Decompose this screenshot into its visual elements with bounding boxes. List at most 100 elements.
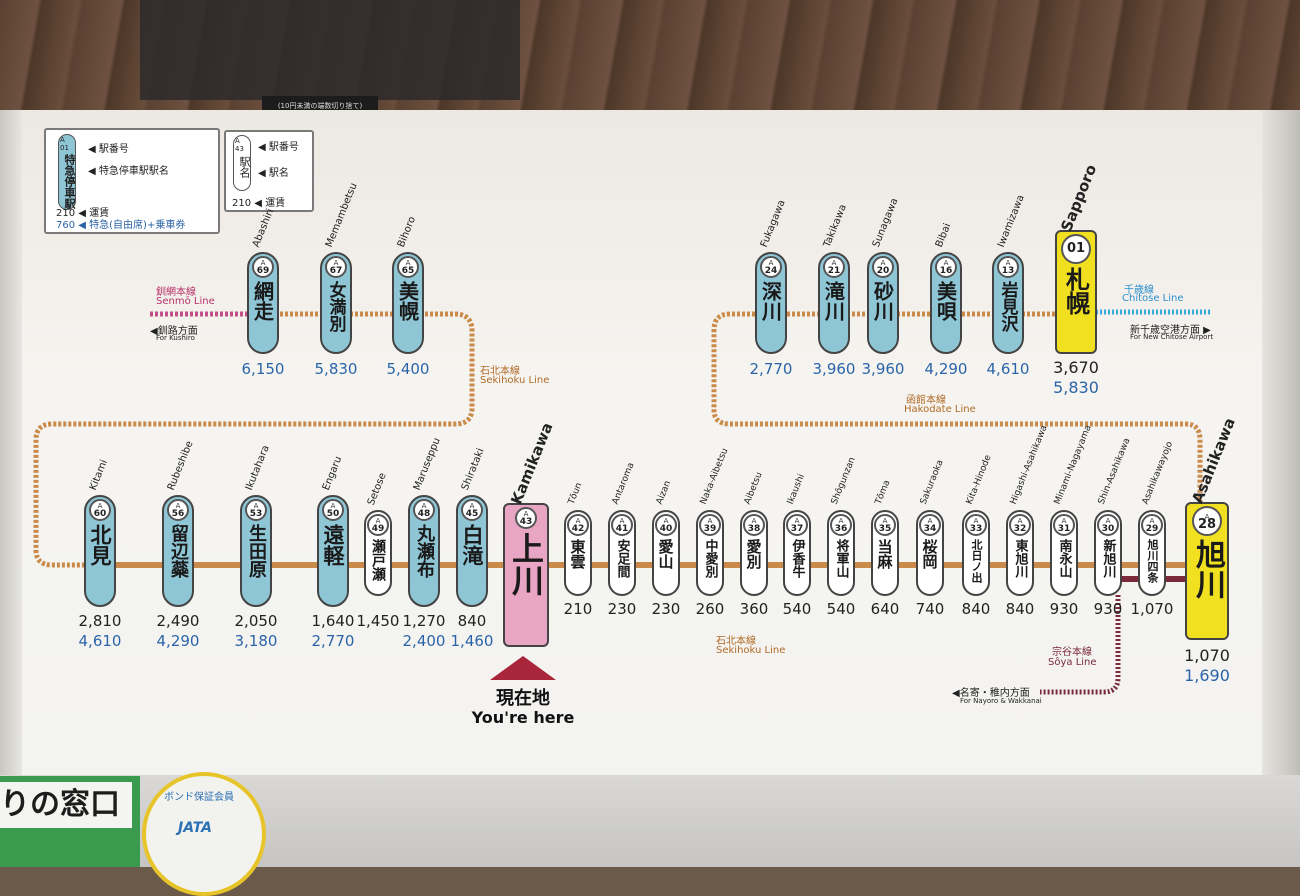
station-number-badge: 01: [1061, 234, 1091, 264]
here-label-en: You're here: [471, 708, 575, 727]
sekihoku-label-jp: 石北本線: [480, 366, 520, 377]
station-fare: 640: [870, 600, 900, 618]
station-fare: 260: [695, 600, 725, 618]
station-number-letter: A: [943, 259, 949, 267]
station-fare: 1,070: [1184, 646, 1230, 665]
station-number: 49: [371, 524, 385, 534]
station-name-kanji: 当麻: [875, 539, 894, 569]
legend-express-pill: [58, 134, 76, 210]
station-number-letter: A: [1149, 517, 1155, 525]
station-number-letter: A: [838, 517, 844, 525]
station-number: 37: [790, 524, 804, 534]
station-number: 01: [1066, 241, 1086, 256]
station-number-letter: A: [260, 259, 266, 267]
station-number-letter: A: [1061, 517, 1067, 525]
station-name-kanji: 東旭川: [1012, 539, 1028, 578]
station-fare: 360: [739, 600, 769, 618]
station-name-kanji: 将軍山: [833, 539, 849, 578]
station-number-letter: A: [469, 502, 475, 510]
legend-express-row1: ◀ 駅番号: [88, 144, 129, 155]
legend-express-row3: 210 ◀ 運賃: [56, 208, 110, 219]
legend-normal-row3: 210 ◀ 運賃: [232, 198, 286, 209]
station-number-letter: A: [927, 517, 933, 525]
station-fare: 6,150: [241, 360, 285, 378]
station-fare: 1,270: [402, 612, 446, 630]
station-number-letter: A: [794, 517, 800, 525]
station-number: 28: [1197, 517, 1217, 532]
station-fare: 3,670: [1053, 358, 1099, 377]
station-fare: 540: [826, 600, 856, 618]
